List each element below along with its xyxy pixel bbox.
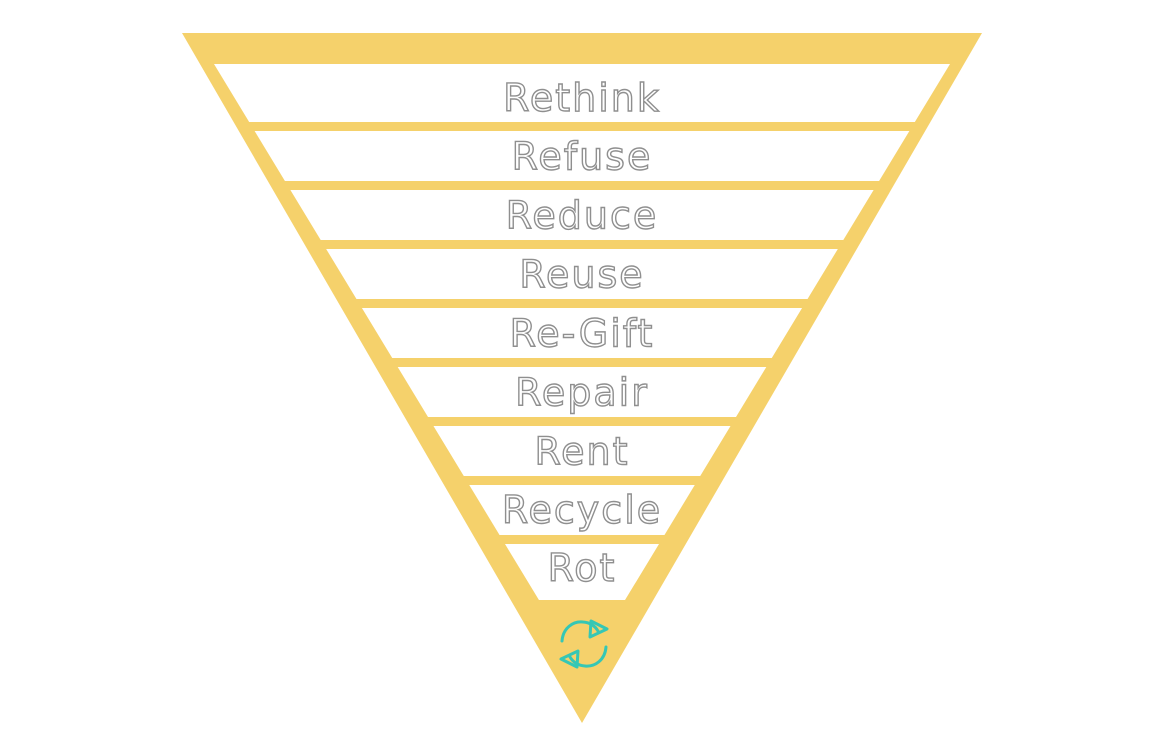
level-label-reduce: Reduce <box>506 194 659 238</box>
level-label-reuse: Reuse <box>519 253 644 297</box>
level-label-recycle: Recycle <box>502 488 662 532</box>
level-label-refuse: Refuse <box>512 135 653 179</box>
level-label-rethink: Rethink <box>503 76 661 120</box>
level-label-regift: Re-Gift <box>510 312 655 356</box>
recycle-icon <box>559 619 609 669</box>
level-label-repair: Repair <box>515 371 649 415</box>
band-reduce <box>214 190 950 240</box>
level-label-rot: Rot <box>548 546 617 590</box>
pyramid-labels: Rethink Refuse Reduce Reuse Re-Gift Repa… <box>501 75 662 590</box>
band-rethink <box>214 64 950 122</box>
band-refuse <box>214 131 950 181</box>
level-label-rent: Rent <box>534 430 629 474</box>
